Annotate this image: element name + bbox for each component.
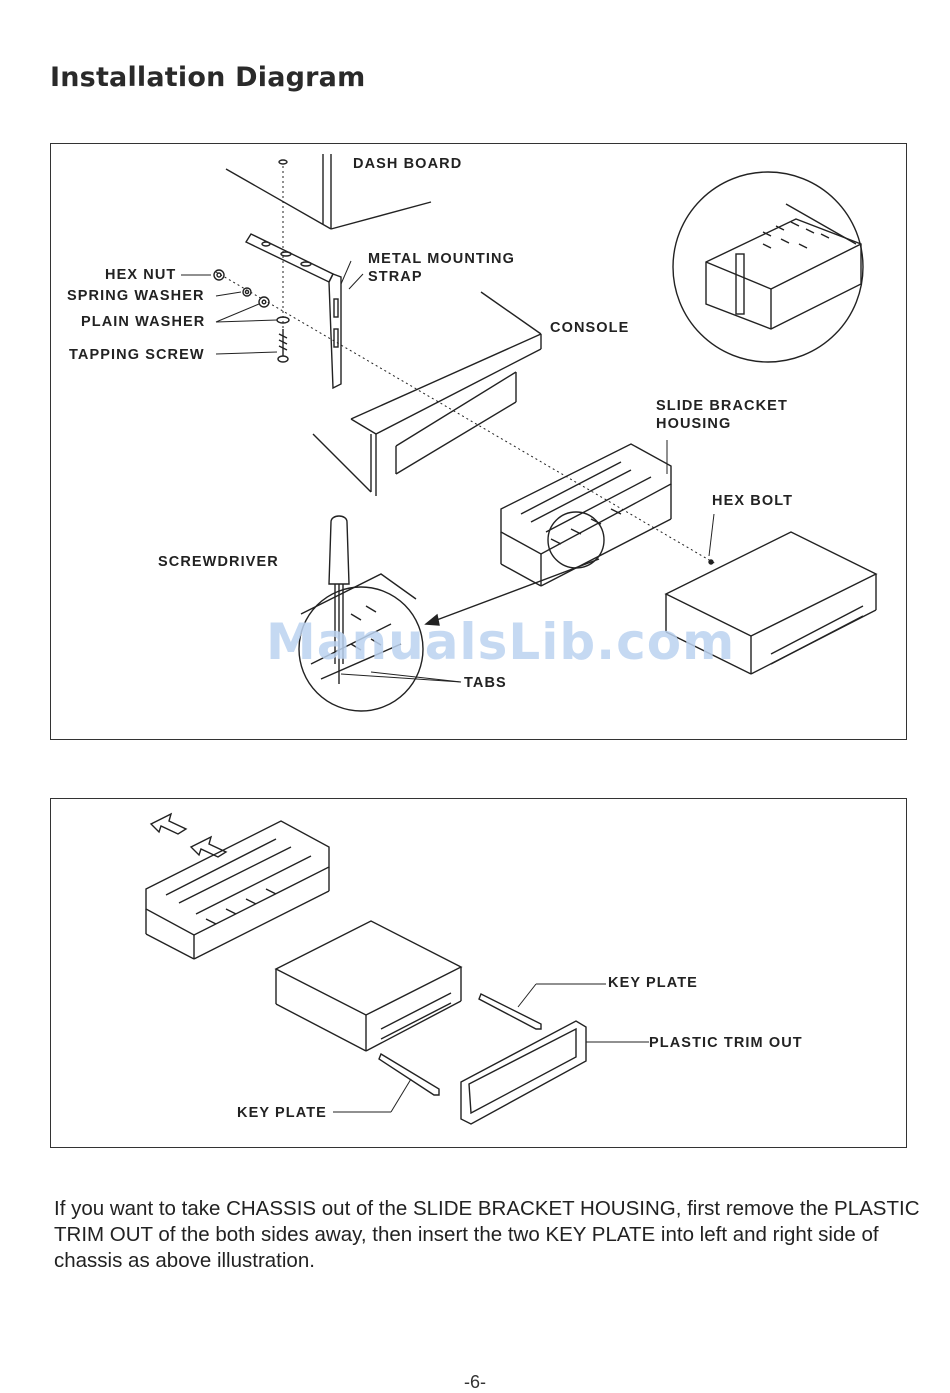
label-screwdriver: SCREWDRIVER xyxy=(158,554,279,570)
installation-illustration xyxy=(181,154,878,712)
label-housing: HOUSING xyxy=(656,416,732,432)
label-key-plate-top: KEY PLATE xyxy=(608,975,698,991)
leader-lines xyxy=(181,260,715,557)
slide-bracket-housing-drawing xyxy=(500,443,672,587)
label-slide-bracket: SLIDE BRACKET xyxy=(656,398,788,414)
watermark: ManualsLib.com xyxy=(266,613,736,671)
removal-illustration xyxy=(145,812,649,1125)
slide-bracket-housing-drawing xyxy=(145,820,330,960)
chassis-drawing xyxy=(664,531,878,675)
label-plastic-trim-out: PLASTIC TRIM OUT xyxy=(649,1035,803,1051)
instruction-paragraph: If you want to take CHASSIS out of the S… xyxy=(54,1197,920,1272)
metal-mounting-strap-drawing xyxy=(244,233,342,390)
pull-arrows-drawing xyxy=(149,812,228,858)
hardware-drawing xyxy=(213,269,290,363)
label-console: CONSOLE xyxy=(550,320,630,336)
label-key-plate-bottom: KEY PLATE xyxy=(237,1105,327,1121)
label-spring-washer: SPRING WASHER xyxy=(67,288,205,304)
label-hex-nut: HEX NUT xyxy=(105,267,177,283)
installation-diagram-panel: DASH BOARD METAL MOUNTING STRAP HEX NUT … xyxy=(50,143,907,740)
removal-diagram-panel: KEY PLATE PLASTIC TRIM OUT KEY PLATE xyxy=(50,798,907,1148)
label-dash-board: DASH BOARD xyxy=(353,156,463,172)
leader-lines xyxy=(333,983,649,1113)
screwdriver-detail-drawing xyxy=(298,515,462,712)
chassis-drawing xyxy=(274,920,463,1052)
label-strap: STRAP xyxy=(368,269,423,285)
detail-circle-top xyxy=(672,171,864,363)
page-number: -6- xyxy=(464,1372,486,1392)
dash-board-drawing xyxy=(225,154,432,230)
page-title: Installation Diagram xyxy=(50,62,366,93)
label-metal-mounting: METAL MOUNTING xyxy=(368,251,515,267)
key-plate-drawings xyxy=(378,993,542,1096)
plastic-trim-drawing xyxy=(460,1020,587,1125)
label-plain-washer: PLAIN WASHER xyxy=(81,314,206,330)
label-tapping-screw: TAPPING SCREW xyxy=(69,347,205,363)
label-tabs: TABS xyxy=(464,675,507,691)
label-hex-bolt: HEX BOLT xyxy=(712,493,794,509)
console-drawing xyxy=(312,291,542,496)
